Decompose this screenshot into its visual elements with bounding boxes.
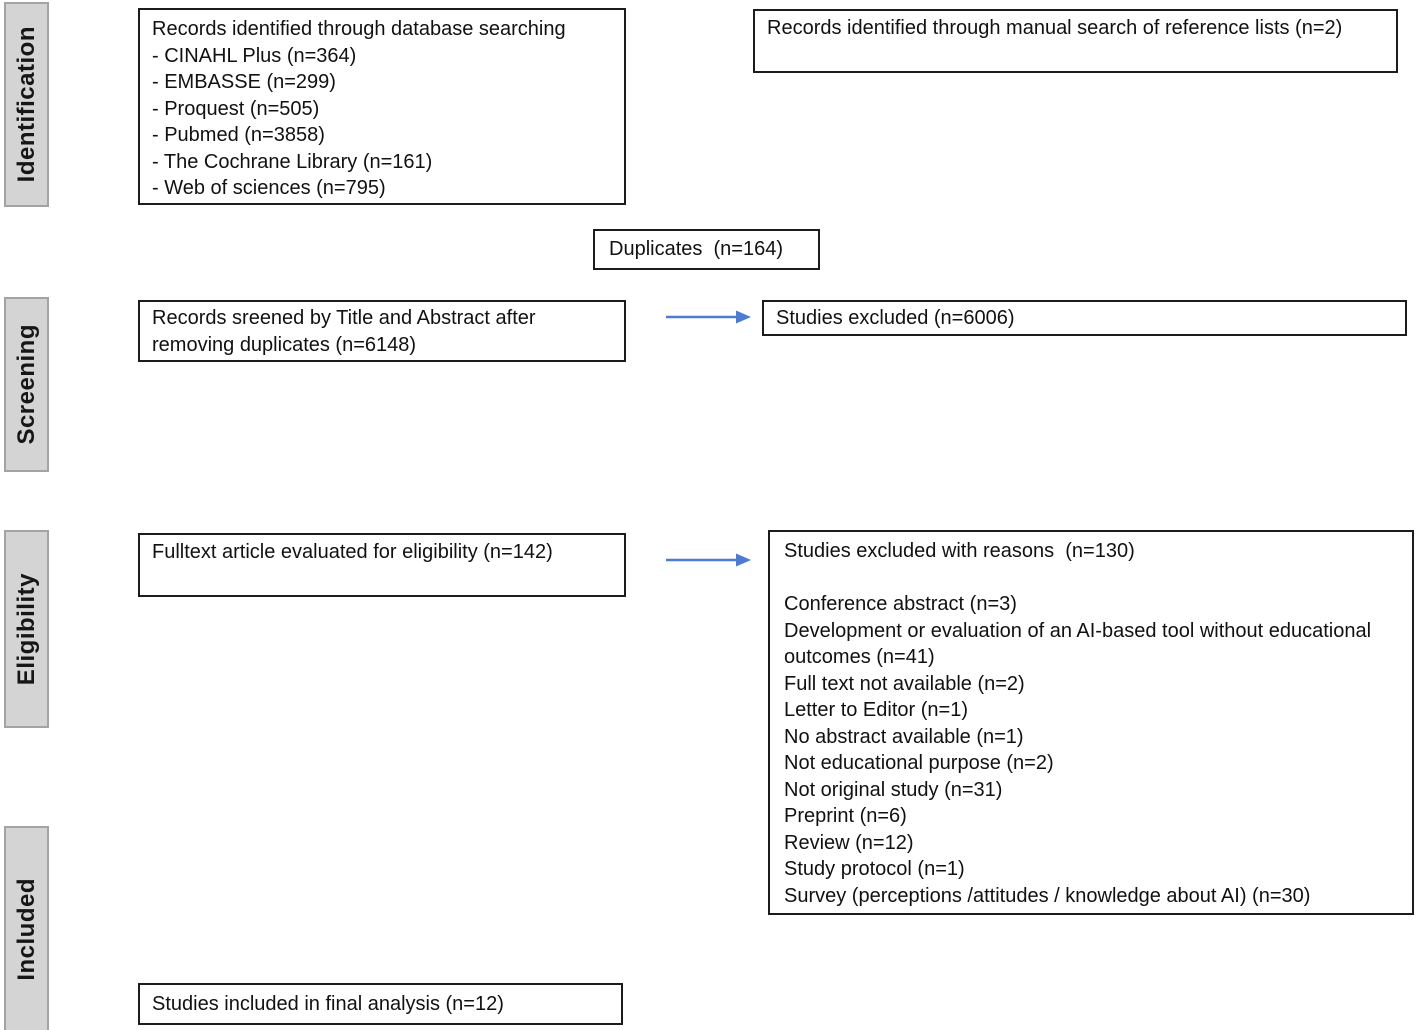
box-fulltext-evaluated: Fulltext article evaluated for eligibili…: [138, 533, 626, 597]
box-records-screened: Records sreened by Title and Abstract af…: [138, 300, 626, 362]
database-search-title: Records identified through database sear…: [152, 18, 566, 40]
stage-screening: Screening: [4, 297, 49, 472]
excluded-reason: Not educational purpose (n=2): [784, 752, 1054, 774]
excluded-reason: Preprint (n=6): [784, 805, 907, 827]
excluded-reason: Full text not available (n=2): [784, 672, 1025, 695]
excluded-reasons-title: Studies excluded with reasons (n=130): [784, 540, 1135, 562]
database-search-item: - EMBASSE (n=299): [152, 71, 336, 93]
box-excluded-with-reasons: Studies excluded with reasons (n=130) Co…: [768, 530, 1414, 915]
box-studies-excluded-screening: Studies excluded (n=6006): [762, 300, 1407, 336]
stage-included: Included: [4, 826, 49, 1030]
stage-included-label: Included: [12, 877, 40, 981]
box-database-search: Records identified through database sear…: [138, 8, 626, 205]
stage-eligibility: Eligibility: [4, 530, 49, 728]
stage-eligibility-label: Eligibility: [12, 572, 40, 686]
excluded-reason: Survey (perceptions /attitudes / knowled…: [784, 884, 1311, 907]
manual-search-text: Records identified through manual search…: [767, 17, 1343, 39]
database-search-item: - Proquest (n=505): [152, 97, 320, 120]
excluded-reason: Letter to Editor (n=1): [784, 699, 968, 721]
excluded-reason: No abstract available (n=1): [784, 725, 1024, 748]
database-search-item: - The Cochrane Library (n=161): [152, 150, 433, 173]
excluded-reason: Not original study (n=31): [784, 778, 1003, 801]
excluded-reasons-list: Conference abstract (n=3) Development or…: [784, 591, 1376, 909]
excluded-reason: Review (n=12): [784, 831, 914, 854]
database-search-item: - Pubmed (n=3858): [152, 124, 325, 146]
box-studies-included: Studies included in final analysis (n=12…: [138, 983, 623, 1025]
duplicates-text: Duplicates (n=164): [609, 238, 783, 261]
stage-identification: Identification: [4, 2, 49, 207]
stage-screening-label: Screening: [12, 324, 40, 445]
records-screened-text: Records sreened by Title and Abstract af…: [152, 307, 542, 356]
box-duplicates: Duplicates (n=164): [593, 229, 820, 270]
box-manual-search: Records identified through manual search…: [753, 9, 1398, 73]
database-search-item: - Web of sciences (n=795): [152, 177, 386, 199]
database-search-item: - CINAHL Plus (n=364): [152, 44, 357, 67]
studies-excluded-screening-text: Studies excluded (n=6006): [776, 306, 1015, 329]
studies-included-text: Studies included in final analysis (n=12…: [152, 992, 504, 1015]
excluded-reason: Study protocol (n=1): [784, 858, 965, 880]
fulltext-evaluated-text: Fulltext article evaluated for eligibili…: [152, 541, 553, 563]
eligibility-exclusion-arrow: [666, 553, 751, 567]
excluded-reason: Development or evaluation of an AI-based…: [784, 619, 1377, 669]
excluded-reason: Conference abstract (n=3): [784, 593, 1017, 615]
stage-identification-label: Identification: [12, 26, 40, 183]
screening-exclusion-arrow: [666, 310, 751, 324]
